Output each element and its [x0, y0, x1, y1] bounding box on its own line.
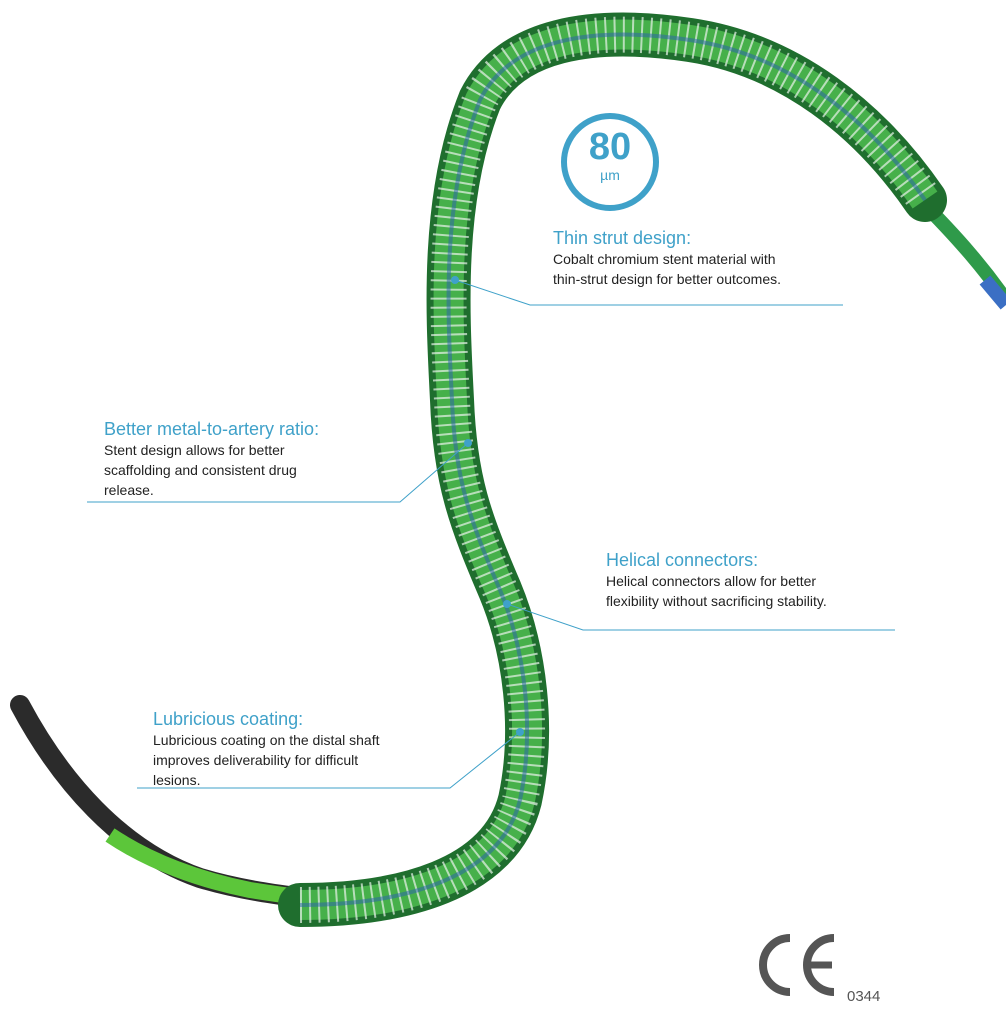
callout-text: Stent design allows for better — [104, 442, 285, 458]
callout-metal-ratio: Better metal-to-artery ratio: Stent desi… — [104, 418, 319, 500]
callout-title: Lubricious coating: — [153, 709, 304, 729]
callout-text: release. — [104, 482, 154, 498]
callout-helical: Helical connectors: Helical connectors a… — [606, 549, 827, 611]
callout-text: improves deliverability for difficult — [153, 752, 359, 768]
badge-value: 80 — [588, 126, 632, 168]
callout-text: thin-strut design for better outcomes. — [553, 271, 781, 287]
badge-unit: µm — [600, 167, 620, 183]
ce-mark-logo — [759, 934, 835, 996]
callout-text: Lubricious coating on the distal shaft — [153, 732, 380, 748]
callout-title: Helical connectors: — [606, 550, 759, 570]
callout-thin-strut: Thin strut design: Cobalt chromium stent… — [553, 227, 781, 289]
callout-title: Better metal-to-artery ratio: — [104, 419, 320, 439]
callout-text: Cobalt chromium stent material with — [553, 251, 776, 267]
catheter-blue-band — [979, 275, 1006, 310]
callout-title: Thin strut design: — [553, 228, 692, 248]
callout-text: Helical connectors allow for better — [606, 573, 817, 589]
callout-text: scaffolding and consistent drug — [104, 462, 297, 478]
callout-text: lesions. — [153, 772, 201, 788]
strut-thickness-badge: 80 µm — [561, 113, 659, 211]
stent-blue-sheen — [299, 32, 927, 907]
ce-notified-body-number: 0344 — [847, 988, 881, 1005]
callout-text: flexibility without sacrificing stabilit… — [606, 593, 827, 609]
callout-dots — [451, 276, 524, 736]
leader-lines — [87, 279, 895, 789]
callout-lubricious: Lubricious coating: Lubricious coating o… — [153, 708, 379, 790]
